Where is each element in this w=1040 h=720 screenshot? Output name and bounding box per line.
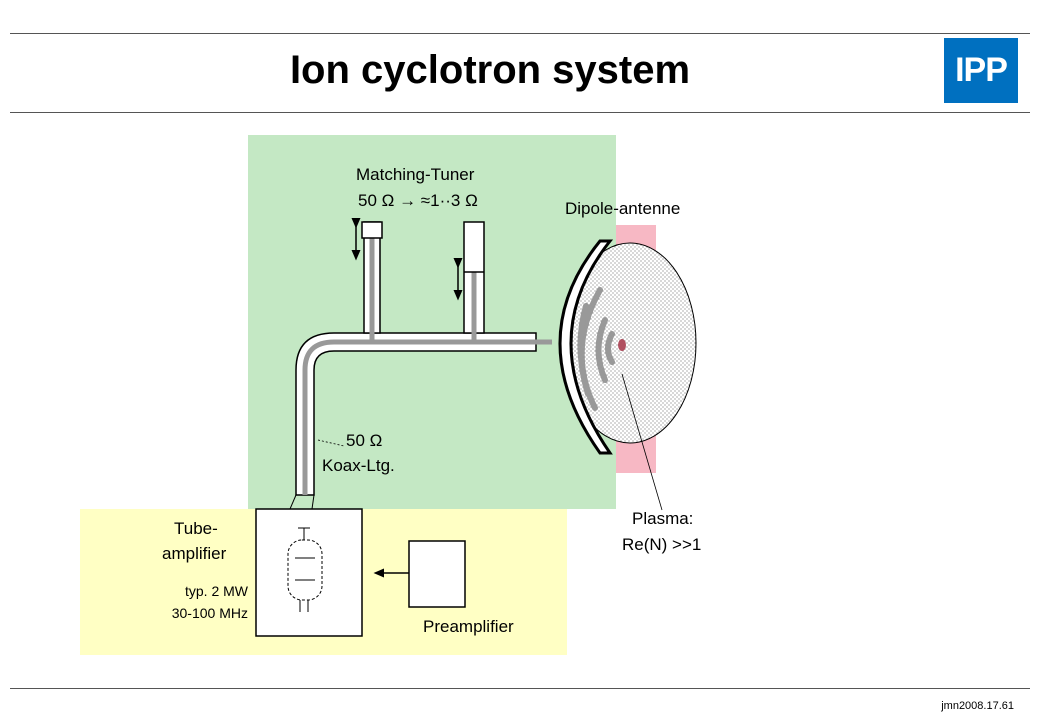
header-rule: [10, 112, 1030, 113]
coax-leader: [317, 439, 345, 447]
coax-label-2: Koax-Ltg.: [322, 456, 395, 475]
antenna-label: Dipole-antenne: [565, 199, 681, 218]
tuner-label-1: Matching-Tuner: [356, 165, 475, 184]
footer-id: jmn2008.17.61: [941, 700, 1014, 712]
wave-arcs: [577, 287, 615, 411]
footer-rule: [10, 688, 1030, 689]
ipp-logo: IPP: [944, 38, 1018, 103]
page-title: Ion cyclotron system: [289, 48, 691, 92]
tube-symbol: [287, 527, 323, 612]
tube-amplifier-box: [255, 508, 363, 637]
coax-label-1: 50 Ω: [346, 431, 383, 450]
tube-spec-1: typ. 2 MW: [184, 583, 248, 599]
tuner-stub-2: [453, 221, 485, 342]
tube-label-1: Tube-: [174, 519, 218, 538]
preamplifier-box: [408, 540, 466, 608]
plasma-leader: [621, 373, 663, 511]
tube-label-2: amplifier: [162, 544, 227, 563]
dipole-antenna: [558, 239, 614, 455]
top-rule: [10, 33, 1030, 34]
plasma-core: [618, 339, 626, 351]
plasma-label-2: Re(N) >>1: [622, 535, 702, 554]
plasma-label-1: Plasma:: [632, 509, 694, 528]
preamp-label: Preamplifier: [423, 617, 514, 636]
tube-spec-2: 30-100 MHz: [171, 605, 248, 621]
coax-to-tube: [289, 494, 297, 510]
tuner-stub-1: [351, 218, 383, 342]
tuner-label-2: 50 Ω → ≈1··3 Ω: [358, 191, 478, 210]
